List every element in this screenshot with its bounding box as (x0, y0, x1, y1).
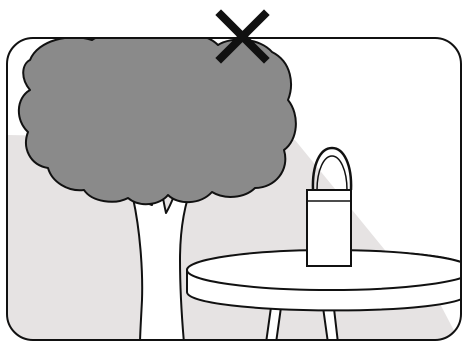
tree-foliage (19, 32, 296, 205)
